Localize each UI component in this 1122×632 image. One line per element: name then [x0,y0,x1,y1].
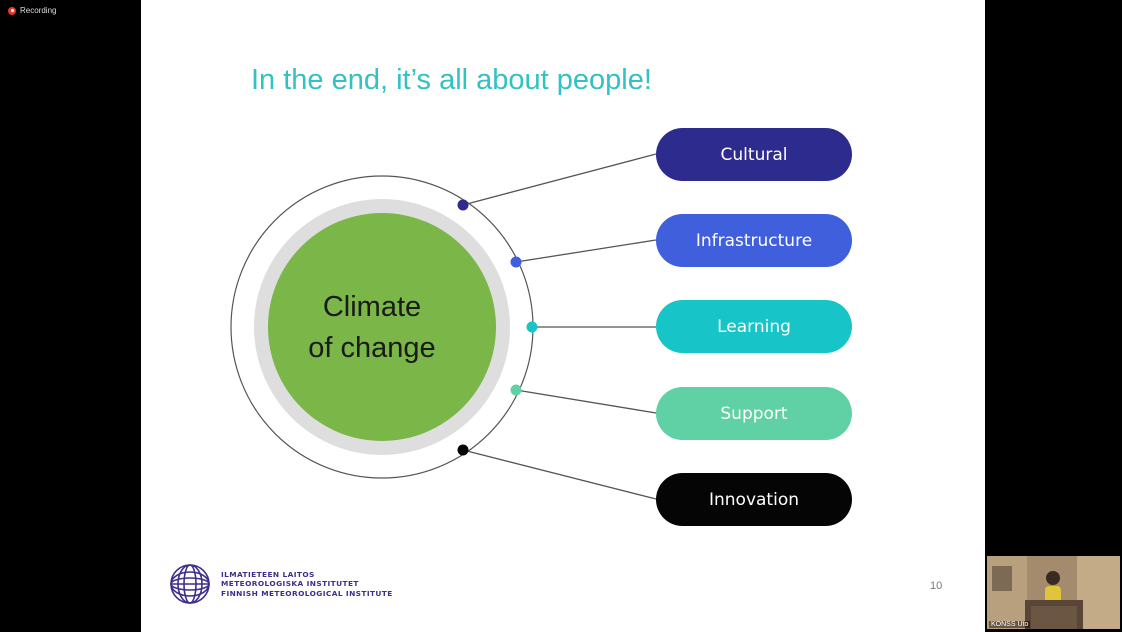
connector-innovation [462,449,657,500]
speaker-video-image [987,556,1120,629]
logo-line1: ILMATIETEEN LAITOS [221,569,315,579]
connector-infrastructure [515,239,657,263]
recording-indicator: Recording [8,6,56,15]
participant-name: KONSS Uto [989,621,1031,628]
climate-diagram [230,153,657,500]
dot-learning [526,321,538,333]
center-label-line1: Climate [322,291,422,323]
logo-line2: METEOROLOGISKA INSTITUTET [221,579,359,589]
dot-cultural [457,199,469,211]
pill-innovation: Innovation [656,473,852,526]
dot-innovation [457,444,469,456]
dot-support [510,384,522,396]
logo-line3: FINNISH METEOROLOGICAL INSTITUTE [221,588,393,598]
pill-cultural: Cultural [656,128,852,181]
recording-icon [8,6,16,15]
center-circle [268,213,496,441]
dot-infrastructure [510,256,522,268]
pill-support: Support [656,387,852,440]
slide-title: In the end, it’s all about people! [251,64,652,96]
fmi-logo: ILMATIETEEN LAITOS METEOROLOGISKA INSTIT… [169,563,393,605]
center-label-line2: of change [308,332,436,364]
pill-learning: Learning [656,300,852,353]
slide-page-number: 10 [930,580,943,592]
presentation-slide: In the end, it’s all about people! Clima… [141,0,985,632]
pill-infrastructure: Infrastructure [656,214,852,267]
connector-cultural [462,153,657,206]
fmi-emblem-icon [170,564,210,604]
center-label: Climate of change [292,287,452,369]
participant-video-thumbnail[interactable]: KONSS Uto [987,556,1120,629]
connector-support [515,389,657,414]
recording-label: Recording [20,6,57,15]
